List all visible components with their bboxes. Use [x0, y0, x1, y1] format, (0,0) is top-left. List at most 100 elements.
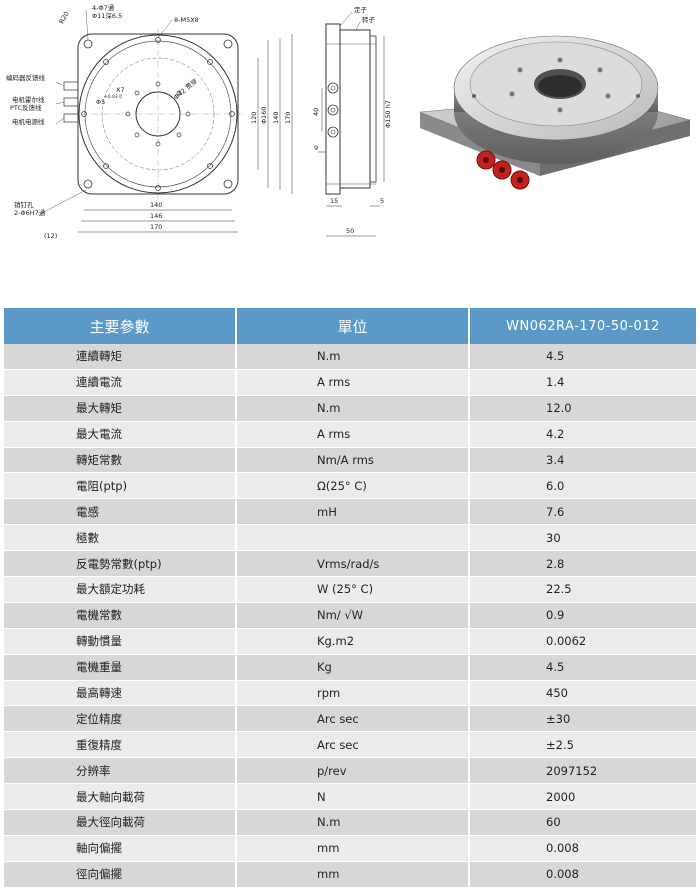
- header-model: WN062RA-170-50-012: [469, 308, 696, 344]
- param-name: 電機重量: [4, 654, 237, 681]
- param-name: 軸向偏擺: [4, 835, 237, 862]
- param-unit: N: [236, 783, 470, 811]
- param-name: 反電勢常數(ptp): [4, 550, 237, 578]
- label-holes: 4-Φ7通: [92, 3, 115, 12]
- cable-connector-icon: [476, 150, 530, 190]
- label-dim-12: (12): [44, 232, 57, 240]
- param-value: 2097152: [469, 757, 696, 785]
- param-unit: Nm/A rms: [236, 447, 470, 474]
- param-name: 轉矩常數: [4, 447, 237, 474]
- param-name: 徑向偏擺: [4, 861, 237, 888]
- label-dim-140-vertical: 140: [272, 112, 280, 124]
- label-phi5-tolerance: +0.03 0: [104, 94, 122, 100]
- param-unit: Ω(25° C): [236, 472, 470, 500]
- param-name: 極數: [4, 524, 237, 552]
- label-dim-120: 120: [250, 112, 258, 124]
- motor-3d-render: [419, 35, 692, 190]
- label-x7: X7: [116, 86, 125, 94]
- param-name: 最大轉矩: [4, 395, 237, 422]
- param-name: 電機常數: [4, 602, 237, 629]
- label-dim-phi160: Φ160: [260, 106, 268, 124]
- param-value: 0.008: [469, 835, 696, 862]
- param-value: 2000: [469, 783, 696, 811]
- param-value: ±30: [469, 705, 696, 733]
- param-value: 6.0: [469, 472, 696, 500]
- param-name: 最大電流: [4, 421, 237, 448]
- label-dim-phi150: Φ150 h7: [384, 100, 392, 128]
- param-unit: Arc sec: [236, 731, 470, 759]
- param-value: 12.0: [469, 395, 696, 422]
- param-unit: mH: [236, 498, 470, 526]
- label-dim-140: 140: [150, 201, 162, 209]
- param-value: 0.0062: [469, 628, 696, 655]
- label-dim-170: 170: [150, 223, 162, 231]
- param-unit: mm: [236, 835, 470, 862]
- header-param: 主要參數: [4, 308, 237, 344]
- front-view-drawing: R20 4-Φ7通 Φ11深6.5 8-M5X8 编码器反馈线 电机霍尔线 PT…: [6, 3, 293, 240]
- label-rotor: 转子: [362, 15, 376, 24]
- param-value: 22.5: [469, 576, 696, 603]
- param-value: 4.5: [469, 344, 696, 370]
- label-m5: 8-M5X8: [174, 16, 199, 24]
- label-dim-15: 15: [330, 197, 338, 205]
- param-unit: Kg: [236, 654, 470, 681]
- table-row: 極數 30: [4, 524, 696, 552]
- param-name: 最大徑向載荷: [4, 809, 237, 836]
- param-value: 60: [469, 809, 696, 836]
- label-dim-170-vertical: 170: [284, 112, 292, 124]
- param-name: 電感: [4, 498, 237, 526]
- param-name: 轉動慣量: [4, 628, 237, 655]
- param-unit: Kg.m2: [236, 628, 470, 655]
- label-ptc-cable: PTC反馈线: [10, 103, 42, 112]
- label-dim-5: 5: [380, 197, 384, 205]
- table-row: 電阻(ptp)Ω(25° C)6.0: [4, 472, 696, 500]
- param-value: 0.9: [469, 602, 696, 629]
- param-value: 7.6: [469, 498, 696, 526]
- param-unit: A rms: [236, 421, 470, 448]
- param-unit: p/rev: [236, 757, 470, 785]
- technical-drawing-area: R20 4-Φ7通 Φ11深6.5 8-M5X8 编码器反馈线 电机霍尔线 PT…: [0, 0, 700, 300]
- param-value: 30: [469, 524, 696, 552]
- label-encoder-cable: 编码器反馈线: [6, 73, 46, 82]
- param-value: 3.4: [469, 447, 696, 474]
- param-unit: mm: [236, 861, 470, 888]
- label-dim-40: 40: [312, 108, 320, 116]
- label-hall-cable: 电机霍尔线: [12, 95, 45, 104]
- side-view-drawing: 定子 转子 40 9 Φ150 h7 15 5 50: [312, 5, 392, 237]
- label-counterbore: Φ11深6.5: [92, 11, 122, 20]
- param-value: 450: [469, 680, 696, 707]
- param-unit: [236, 524, 470, 552]
- param-value: 4.5: [469, 654, 696, 681]
- param-value: 2.8: [469, 550, 696, 578]
- label-stator: 定子: [354, 5, 368, 14]
- param-name: 電阻(ptp): [4, 472, 237, 500]
- spec-table-header: 主要參數 單位 WN062RA-170-50-012: [4, 308, 696, 344]
- param-unit: N.m: [236, 809, 470, 836]
- param-value: 0.008: [469, 861, 696, 888]
- header-unit: 單位: [236, 308, 470, 344]
- label-pin-hole-spec: 2-Φ6H7通: [14, 208, 46, 217]
- param-unit: W (25° C): [236, 576, 470, 603]
- param-name: 最高轉速: [4, 680, 237, 707]
- param-value: ±2.5: [469, 731, 696, 759]
- label-power-cable: 电机电源线: [12, 117, 45, 126]
- param-name: 最大軸向載荷: [4, 783, 237, 811]
- param-name: 定位精度: [4, 705, 237, 733]
